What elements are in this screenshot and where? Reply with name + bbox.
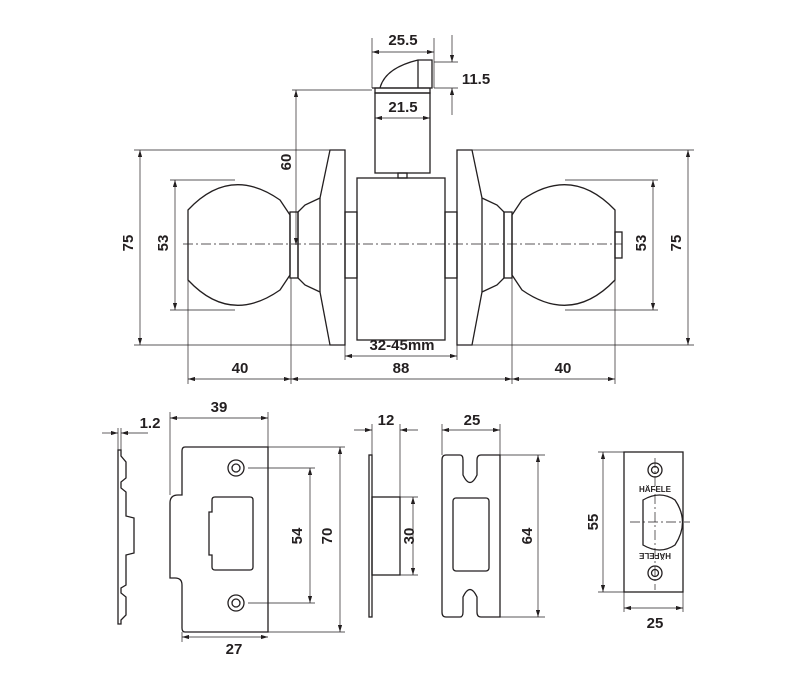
turn-button (614, 231, 623, 259)
left-spindle (344, 211, 358, 279)
dim-label: 75 (120, 235, 137, 252)
dim-door-thickness: 32-45mm (344, 337, 458, 360)
dim-label: 21.5 (388, 99, 417, 116)
dim-label: 88 (393, 360, 410, 377)
dim-label: 55 (585, 514, 602, 531)
dim-label: 30 (401, 528, 418, 545)
dim-label: 12 (378, 412, 395, 429)
dim-label: 25.5 (388, 32, 417, 49)
right-spindle (444, 211, 458, 279)
dim-rose-right: 75 (472, 149, 694, 346)
dim-label: 25 (647, 615, 664, 632)
dim-label: 40 (555, 360, 572, 377)
dim-label: 53 (633, 235, 650, 252)
brand-mark: HÄFELE (639, 485, 672, 494)
dim-knob-left: 53 (155, 179, 235, 311)
latch-faceplate: HÄFELE HÄFELE 55 25 (585, 451, 690, 632)
dim-label: 32-45mm (369, 337, 434, 354)
dim-rose-left: 75 (120, 149, 330, 346)
dim-label: 11.5 (462, 71, 490, 88)
dim-latch-head-width: 25.5 (371, 32, 435, 88)
dim-label: 39 (211, 399, 228, 416)
dim-backset: 60 (278, 89, 372, 245)
strike-plate-front: 39 27 54 70 (169, 399, 345, 658)
right-rose (456, 149, 505, 346)
left-knob (187, 184, 299, 306)
dim-label: 70 (319, 528, 336, 545)
latch-tab (397, 172, 408, 179)
dim-label: 53 (155, 235, 172, 252)
dim-overall: 40 88 40 (187, 278, 616, 384)
latch-head (372, 59, 433, 94)
brand-mark-inverted: HÄFELE (638, 551, 671, 560)
dim-label: 1.2 (140, 415, 161, 432)
dim-label: 64 (519, 527, 536, 544)
left-rose (297, 149, 346, 346)
dim-label: 40 (232, 360, 249, 377)
dim-label: 25 (464, 412, 481, 429)
strike-plate-side: 1.2 (102, 415, 161, 625)
strike-box-side: 12 30 (354, 412, 418, 618)
dim-latch-head-height: 11.5 (434, 35, 490, 115)
right-knob (503, 184, 623, 306)
dim-latch-body-width: 21.5 (375, 99, 430, 121)
chassis (356, 177, 446, 341)
dim-label: 54 (289, 527, 306, 544)
dim-label: 60 (278, 154, 295, 171)
dim-label: 27 (226, 641, 243, 658)
strike-box-front: 25 64 (441, 412, 545, 618)
dim-label: 75 (668, 235, 685, 252)
dim-knob-right: 53 (565, 179, 658, 311)
